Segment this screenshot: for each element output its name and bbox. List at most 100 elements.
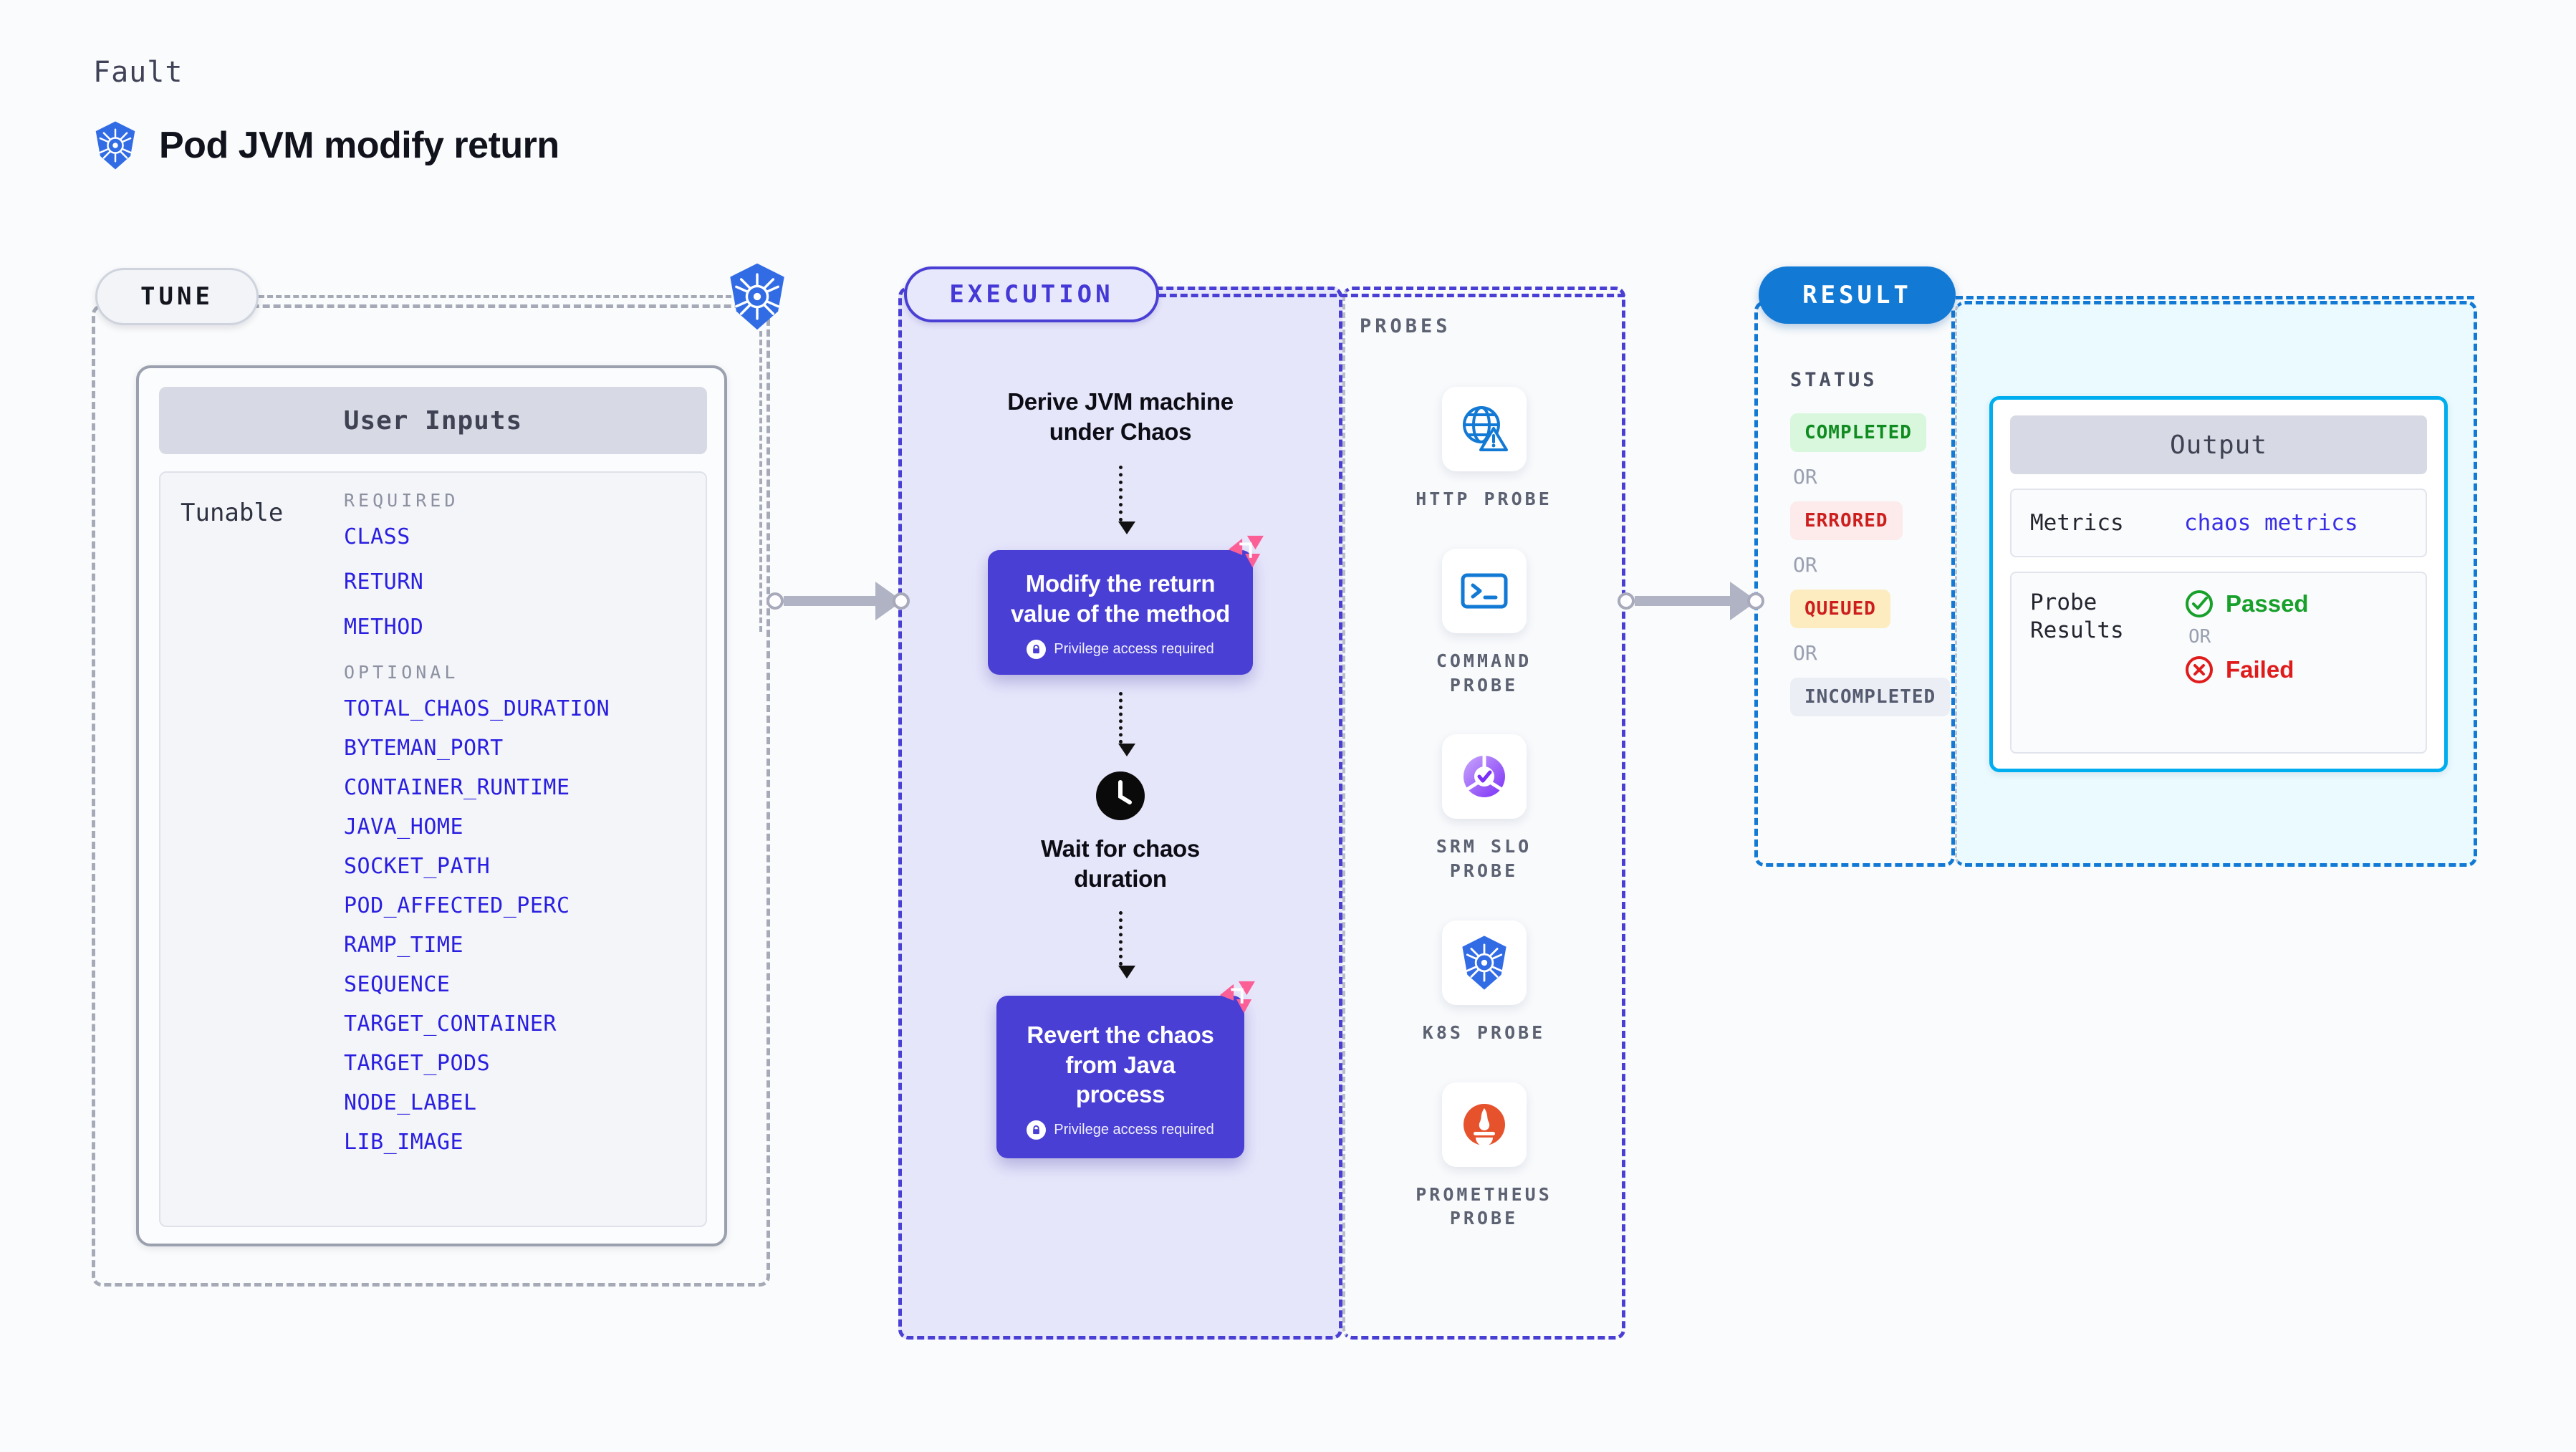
probe-result-failed: Failed [2184,655,2309,685]
lock-icon [1027,639,1047,659]
tunable-label: Tunable [181,499,284,527]
prometheus-icon [1463,1103,1505,1146]
kubernetes-icon [730,263,784,330]
parameter-item[interactable]: TARGET_CONTAINER [344,1011,557,1037]
arrow-bar [784,596,877,606]
step-note-text: Privilege access required [1054,640,1214,657]
execution-connector-line [1159,294,1625,297]
stage-pill-execution[interactable]: EXECUTION [904,266,1159,322]
probe-results-values: Passed OR Failed [2184,589,2309,685]
execution-step-wait: Wait for chaos duration [1041,835,1200,893]
x-circle-icon [2186,656,2213,683]
optional-group-title: OPTIONAL [344,662,459,683]
flow-connector-arrow [1118,911,1135,979]
clock-icon [1096,771,1145,820]
kubernetes-badge-stem [759,331,762,632]
probe-tile [1441,548,1527,633]
result-connector-line [1956,296,2474,299]
parameter-item[interactable]: RETURN [344,569,424,595]
arrow-end-dot [893,592,910,610]
execution-step-revert-chaos[interactable]: Revert the chaos from Java process Privi… [996,981,1255,1159]
parameter-item[interactable]: LIB_IMAGE [344,1130,464,1155]
probe-tile [1441,734,1527,819]
arrow-start-dot [766,592,784,610]
step-note-text: Privilege access required [1054,1122,1214,1138]
status-badge-errored: ERRORED [1790,501,1903,540]
probe-result-or-label: OR [2188,626,2211,648]
parameter-item[interactable]: TOTAL_CHAOS_DURATION [344,696,610,721]
probe-item-k8s[interactable]: K8S PROBE [1342,920,1625,1045]
execution-step-modify-return[interactable]: Modify the return value of the method Pr… [988,536,1264,675]
probe-results-label: Probe Results [2030,590,2124,643]
parameter-item[interactable]: SEQUENCE [344,972,451,997]
optional-parameter-list: TOTAL_CHAOS_DURATION BYTEMAN_PORT CONTAI… [344,698,681,1153]
output-row-probe-results: Probe Results Passed OR Failed [2010,572,2427,754]
status-or-label: OR [1793,641,1817,665]
metrics-label: Metrics [2030,509,2124,536]
parameter-item[interactable]: NODE_LABEL [344,1090,477,1115]
parameter-item[interactable]: TARGET_PODS [344,1051,491,1076]
kubernetes-icon [95,121,135,170]
probe-item-command[interactable]: COMMAND PROBE [1342,548,1625,698]
status-or-label: OR [1793,553,1817,577]
stage-pill-result[interactable]: RESULT [1759,266,1956,324]
arrow-bar [1635,596,1731,606]
probe-label: K8S PROBE [1422,1021,1546,1043]
probe-item-srm-slo[interactable]: SRM SLO PROBE [1342,734,1625,883]
parameter-item[interactable]: RAMP_TIME [344,933,464,958]
status-badge-queued: QUEUED [1790,590,1890,628]
user-inputs-title: User Inputs [159,387,707,454]
status-title: STATUS [1790,369,1878,391]
required-group-title: REQUIRED [344,490,459,511]
chaos-badge-icon [1219,981,1255,1014]
probe-tile [1441,1082,1527,1167]
flow-connector-arrow [1118,466,1135,535]
passed-label: Passed [2226,590,2309,617]
user-inputs-body: Tunable REQUIRED CLASS RETURN METHOD OPT… [159,471,707,1227]
probe-tile [1441,387,1527,471]
page-title: Pod JVM modify return [159,125,559,166]
step-title: Revert the chaos from Java process [1027,1021,1214,1107]
metrics-value[interactable]: chaos metrics [2184,510,2358,536]
failed-label: Failed [2226,656,2294,683]
parameter-item[interactable]: METHOD [344,615,424,640]
output-card: Output Metrics chaos metrics Probe Resul… [1989,396,2448,772]
probe-item-prometheus[interactable]: PROMETHEUS PROBE [1342,1082,1625,1231]
lock-icon [1027,1120,1047,1140]
parameter-item[interactable]: JAVA_HOME [344,814,464,840]
execution-step-derive: Derive JVM machine under Chaos [1007,388,1234,446]
probe-label: SRM SLO PROBE [1436,836,1532,881]
slo-donut-check-icon [1463,756,1505,798]
output-row-metrics: Metrics chaos metrics [2010,489,2427,557]
parameter-item[interactable]: POD_AFFECTED_PERC [344,893,570,918]
tune-panel [92,304,770,1287]
probe-label: HTTP PROBE [1416,489,1552,509]
tune-connector-line [259,295,731,298]
page-title-row: Pod JVM modify return [93,120,559,170]
step-title: Modify the return value of the method [1011,570,1230,627]
probes-title: PROBES [1360,315,1451,337]
arrow-end-dot [1747,592,1764,610]
page-kicker: Fault [93,56,183,89]
parameter-item[interactable]: CONTAINER_RUNTIME [344,775,570,800]
terminal-icon [1461,573,1507,609]
stage-pill-tune[interactable]: TUNE [95,268,259,325]
probe-result-passed: Passed [2184,589,2309,619]
status-or-label: OR [1793,465,1817,489]
parameter-item[interactable]: CLASS [344,524,410,549]
status-list: COMPLETED OR ERRORED OR QUEUED OR INCOMP… [1790,413,1962,716]
check-circle-icon [2186,590,2213,617]
globe-warning-icon [1462,406,1508,451]
kubernetes-icon [1461,936,1506,990]
parameter-item[interactable]: SOCKET_PATH [344,854,491,879]
status-badge-completed: COMPLETED [1790,413,1926,452]
probe-item-http[interactable]: HTTP PROBE [1342,387,1625,511]
probe-tile [1441,920,1527,1005]
parameter-item[interactable]: BYTEMAN_PORT [344,736,504,761]
output-title: Output [2010,415,2427,474]
probe-label: PROMETHEUS PROBE [1416,1183,1552,1229]
step-privilege-note: Privilege access required [1018,1120,1223,1140]
probe-list: HTTP PROBE COMMAND PROBE [1342,387,1625,1268]
status-badge-incompleted: INCOMPLETED [1790,678,1951,716]
